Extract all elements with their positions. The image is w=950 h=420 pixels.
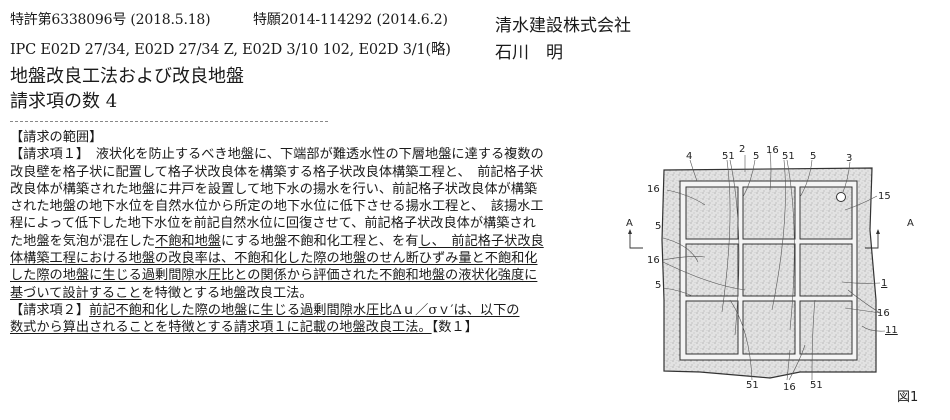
underlined-amendment: 前記不飽和化した際の地盤に生じる過剰間隙水圧比Δｕ／σｖ′は、以下の [89, 302, 520, 318]
figure-caption: 図1 [897, 390, 919, 405]
claim-text-line: 改良壁を格子状に配置して格子状改良体を構築する格子状改良体構築工程と、 前記格子… [10, 164, 610, 181]
claim-text-line: 数式から算出されることを特徴とする請求項１に記載の地盤改良工法。【数１】 [10, 319, 610, 336]
grid-improvement-diagram [628, 151, 886, 381]
section-divider [10, 121, 328, 122]
patent-number: 特許第6338096号 (2018.5.18) [10, 12, 211, 28]
claim-text-line: した際の地盤に生じる過剰間隙水圧比との関係から評価された不飽和地盤の液状化強度に [10, 267, 610, 284]
underlined-amendment: した際の地盤に生じる過剰間隙水圧比との関係から評価された不飽和地盤の液状化強度に [10, 268, 538, 284]
claim-text: を特徴とする地盤改良工法。 [141, 285, 313, 301]
claim-text-line: た地盤を気泡が混在した不飽和地盤にする地盤不飽和化工程と、を有し、 前記格子状改… [10, 233, 610, 250]
underlined-amendment: し、 前記格子状改良 [418, 233, 544, 249]
label-16: 16 [877, 308, 890, 319]
label-51: 51 [722, 151, 735, 162]
label-51: 51 [810, 380, 823, 391]
claim-text: 【数１】 [431, 320, 478, 336]
label-51: 51 [782, 151, 795, 162]
label-4: 4 [686, 151, 693, 162]
claims-heading: 【請求の範囲】 [10, 130, 103, 145]
claim-text: された地盤の地下水位を自然水位から所定の地下水位に低下させる揚水工程と、 該揚水… [10, 199, 544, 215]
claim-text-line: 改良体が構築された地盤に井戸を設置して地下水の揚水を行い、前記格子状改良体が構築 [10, 181, 610, 198]
claim-text: 【請求項２】 [10, 302, 90, 318]
section-marker-right: A [907, 218, 914, 229]
claims-body: 【請求項１】 液状化を防止するべき地盤に、下端部が難透水性の下層地盤に達する複数… [10, 146, 610, 336]
label-3: 3 [846, 153, 853, 164]
claim-text: 程によって低下した地下水位を前記自然水位に回復させて、前記格子状改良体が構築され [10, 216, 536, 232]
label-1: 1 [881, 278, 888, 289]
claim-text: 改良体が構築された地盤に井戸を設置して地下水の揚水を行い、前記格子状改良体が構築 [10, 181, 538, 197]
applicant: 清水建設株式会社 [495, 16, 631, 36]
claim-text-line: 【請求項１】 液状化を防止するべき地盤に、下端部が難透水性の下層地盤に達する複数… [10, 146, 610, 163]
label-2: 2 [739, 144, 746, 155]
underlined-amendment: 体構築工程における地盤の改良率は、不飽和化した際の地盤のせん断ひずみ量と不飽和化 [10, 251, 538, 267]
underlined-amendment: 基づいて設計すること [10, 285, 142, 301]
inventor: 石川 明 [495, 43, 563, 63]
section-marker-left: A [626, 218, 633, 229]
claim-text: にする地盤不飽和化工程と、を有 [221, 233, 419, 249]
ipc-classification: IPC E02D 27/34, E02D 27/34 Z, E02D 3/10 … [10, 42, 451, 58]
claim-text-line: された地盤の地下水位を自然水位から所定の地下水位に低下させる揚水工程と、 該揚水… [10, 198, 610, 215]
claim-text-line: 【請求項２】前記不飽和化した際の地盤に生じる過剰間隙水圧比Δｕ／σｖ′は、以下の [10, 302, 610, 319]
label-5: 5 [655, 221, 662, 232]
label-11: 11 [885, 325, 898, 336]
label-5: 5 [753, 151, 760, 162]
label-16: 16 [647, 255, 660, 266]
patent-figure-1: 4 51 2 5 16 51 5 3 16 15 A A 5 16 5 1 16… [620, 130, 950, 416]
patent-title: 地盤改良工法および改良地盤 [10, 66, 244, 87]
underlined-amendment: 数式から算出されることを特徴とする請求項１に記載の地盤改良工法。 [10, 320, 432, 336]
label-16: 16 [647, 184, 660, 195]
label-5: 5 [810, 151, 817, 162]
claim-text-line: 体構築工程における地盤の改良率は、不飽和化した際の地盤のせん断ひずみ量と不飽和化 [10, 250, 610, 267]
application-number: 特願2014-114292 (2014.6.2) [253, 12, 448, 28]
claims-section: 【請求の範囲】 【請求項１】 液状化を防止するべき地盤に、下端部が難透水性の下層… [10, 129, 610, 337]
claim-count: 請求項の数 4 [10, 91, 118, 112]
claim-text-line: 基づいて設計することを特徴とする地盤改良工法。 [10, 285, 610, 302]
claim-text: 【請求項１】 液状化を防止するべき地盤に、下端部が難透水性の下層地盤に達する複数… [10, 147, 544, 163]
claim-text: 改良壁を格子状に配置して格子状改良体を構築する格子状改良体構築工程と、 前記格子… [10, 164, 544, 180]
claim-text-line: 程によって低下した地下水位を前記自然水位に回復させて、前記格子状改良体が構築され [10, 215, 610, 232]
underlined-amendment: 不飽和地盤 [155, 233, 221, 249]
label-5: 5 [655, 280, 662, 291]
label-16: 16 [766, 145, 779, 156]
label-16: 16 [783, 382, 796, 393]
label-51: 51 [746, 380, 759, 391]
claim-text: た地盤を気泡が混在した [10, 233, 156, 249]
label-15: 15 [878, 191, 891, 202]
